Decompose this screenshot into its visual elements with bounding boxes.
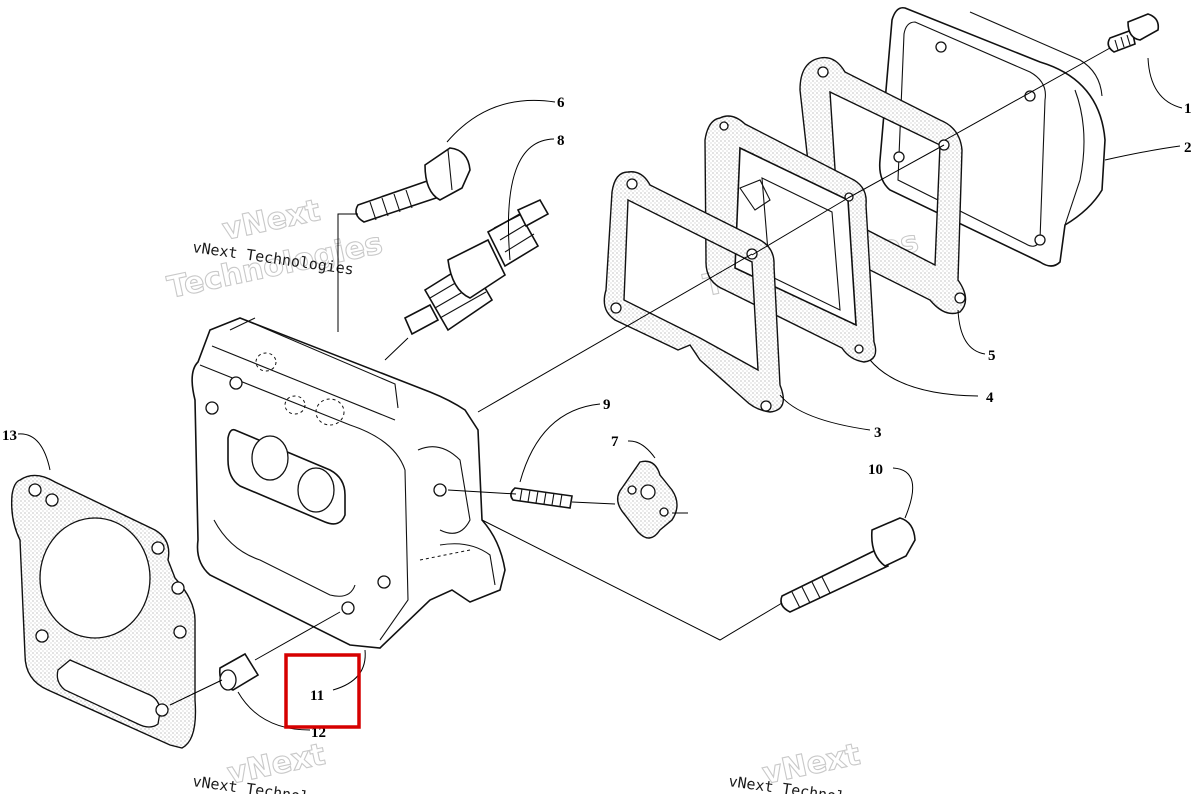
callout-10: 10 [868,462,883,478]
watermark-bottom-left: vNext vNext Technologies [191,737,354,794]
part-valve-cover [878,6,1106,267]
part-head-gasket [10,474,197,749]
part-head-bolt-short [355,147,471,223]
leader-lines [17,47,1183,731]
part-spark-plug [403,198,550,336]
callout-12: 12 [311,725,326,741]
part-cylinder-head [191,317,506,649]
watermark-top-left: vNext Technologies vNext Technologies [164,193,386,307]
callout-4: 4 [986,390,994,406]
callout-9: 9 [603,397,611,413]
highlight-box-callout-11 [284,653,361,729]
callout-3: 3 [874,425,882,441]
callout-8: 8 [557,133,565,149]
part-head-bolt-long [780,517,916,613]
callout-numbers: 1 2 3 4 5 6 7 8 9 10 11 12 13 [2,95,1192,741]
part-flange-gasket [617,460,678,539]
callout-2: 2 [1184,140,1192,156]
callout-7: 7 [611,434,619,450]
callout-1: 1 [1184,101,1192,117]
watermark-vnext-text: vNext [219,193,323,248]
watermark-bottom-right: vNext vNext Technologies [727,737,890,794]
callout-11: 11 [310,688,324,704]
part-cover-bolt [1107,13,1160,53]
part-dowel-pin [218,652,260,691]
callout-13: 13 [2,428,17,444]
callout-5: 5 [988,348,996,364]
callout-6: 6 [557,95,565,111]
part-stud [510,487,573,509]
